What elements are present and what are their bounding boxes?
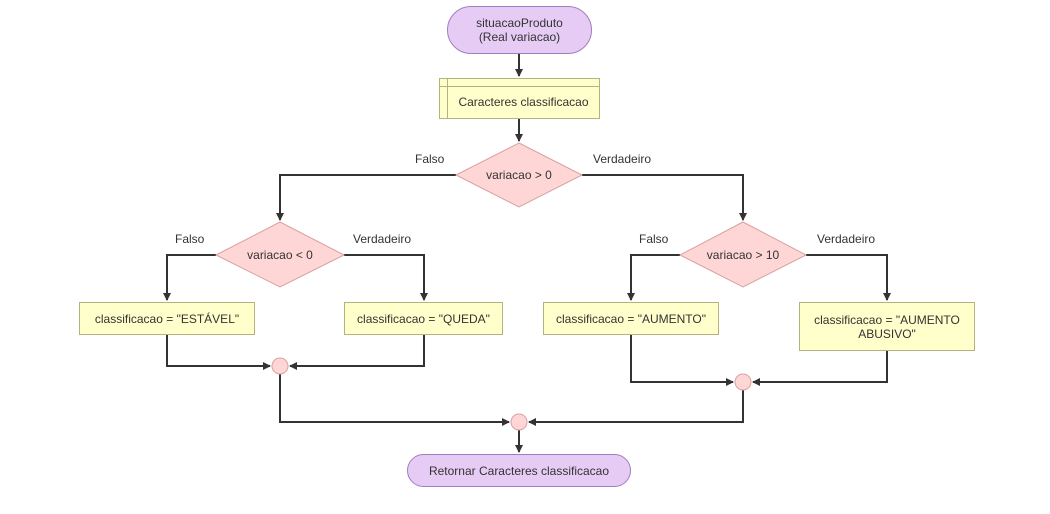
connector-right-true <box>806 254 891 301</box>
connector-queda-merge <box>289 335 425 370</box>
merge-final-circle <box>510 413 528 431</box>
branch-label-right-false: Falso <box>639 232 669 246</box>
connector-aumento-merge <box>630 335 734 386</box>
connector-abusivo-merge <box>752 351 888 386</box>
assign-estavel-text: classificacao = "ESTÁVEL" <box>94 311 240 326</box>
assign-queda-box: classificacao = "QUEDA" <box>344 302 503 335</box>
connector-top-true <box>582 174 747 221</box>
decision-left-diamond <box>214 221 346 288</box>
connector-left-merge-final <box>279 374 510 426</box>
assign-abusivo-box: classificacao = "AUMENTO ABUSIVO" <box>799 302 975 351</box>
connector-top-false <box>276 174 456 221</box>
end-terminal: Retornar Caracteres classificacao <box>407 454 631 487</box>
assign-queda-text: classificacao = "QUEDA" <box>357 311 490 326</box>
decision-top-diamond <box>454 142 584 208</box>
connector-right-merge-final <box>528 390 744 426</box>
decision-right-text: variacao > 10 <box>706 248 780 262</box>
declaration-text: Caracteres classificacao <box>458 95 589 109</box>
branch-label-right-true: Verdadeiro <box>817 232 876 246</box>
decision-right-diamond <box>678 221 808 288</box>
connector-left-true <box>344 254 428 301</box>
connector-estavel-merge <box>166 335 271 370</box>
decision-top-text: variacao > 0 <box>486 168 552 182</box>
start-function-name: situacaoProduto <box>476 16 563 30</box>
assign-aumento-box: classificacao = "AUMENTO" <box>543 302 719 335</box>
merge-left-circle <box>271 357 289 375</box>
decision-left-text: variacao < 0 <box>247 248 313 262</box>
assign-aumento-text: classificacao = "AUMENTO" <box>555 311 706 326</box>
assign-abusivo-text-line1: classificacao = "AUMENTO <box>814 312 960 327</box>
assign-estavel-box: classificacao = "ESTÁVEL" <box>79 302 255 335</box>
branch-label-top-true: Verdadeiro <box>593 152 652 166</box>
start-parameters: (Real variacao) <box>478 30 561 44</box>
branch-label-left-false: Falso <box>175 232 205 246</box>
start-terminal: situacaoProduto (Real variacao) <box>447 6 592 54</box>
declaration-box: Caracteres classificacao <box>439 78 600 119</box>
connector-right-false <box>627 254 680 301</box>
merge-right-circle <box>734 373 752 391</box>
assign-abusivo-text-line2: ABUSIVO" <box>858 326 916 341</box>
branch-label-top-false: Falso <box>415 152 445 166</box>
branch-label-left-true: Verdadeiro <box>353 232 412 246</box>
connector-left-false <box>163 254 216 301</box>
end-return-text: Retornar Caracteres classificacao <box>428 463 610 478</box>
